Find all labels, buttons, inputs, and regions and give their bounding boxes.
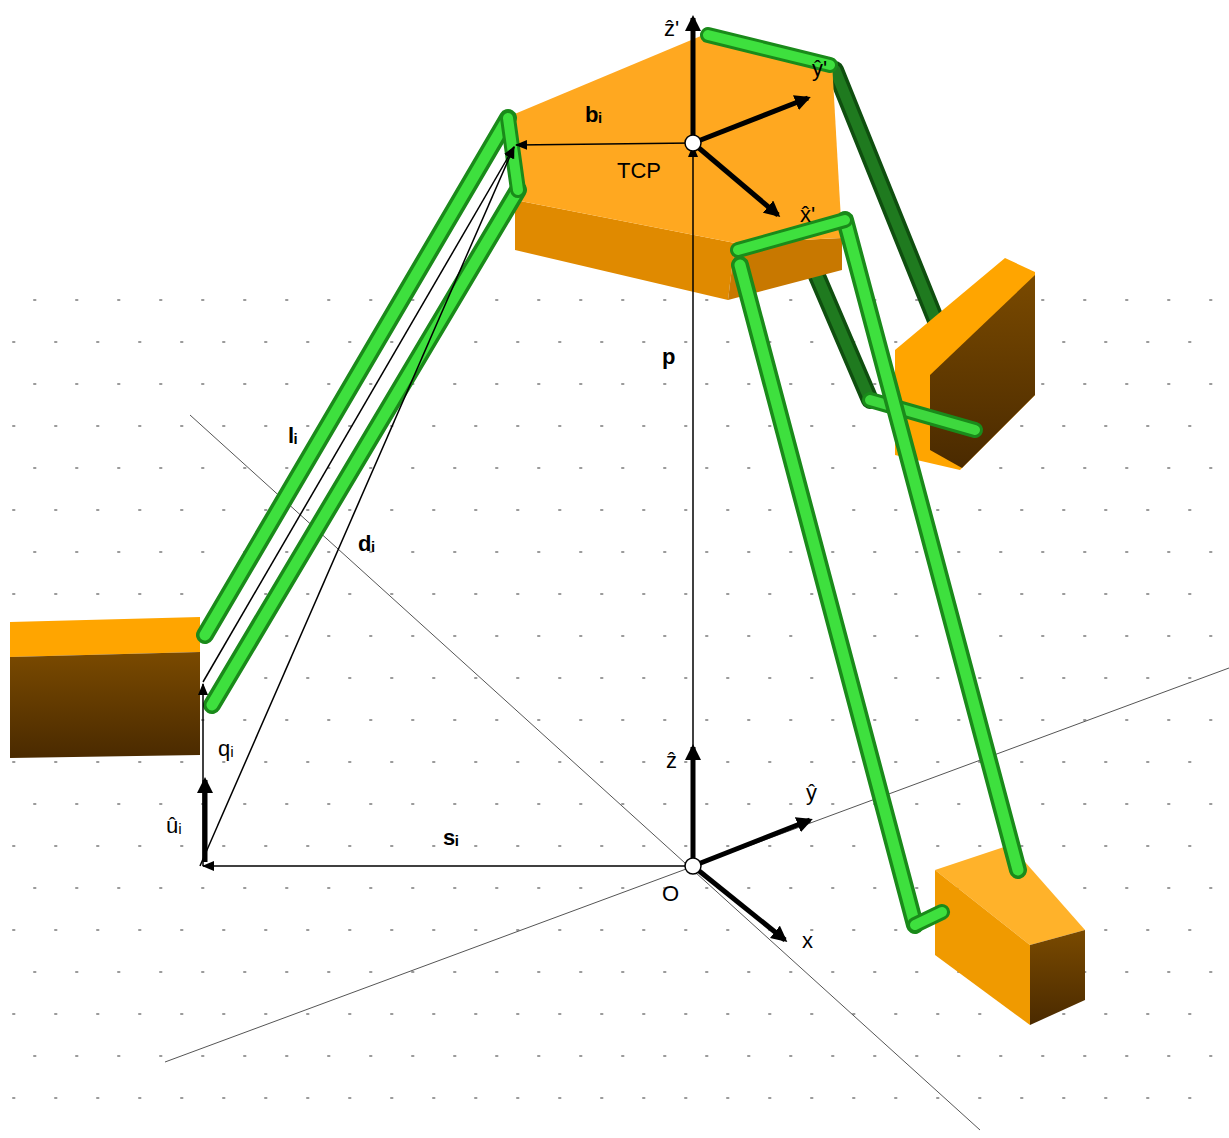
axis-arrow — [693, 143, 778, 215]
point-label: TCP — [617, 160, 661, 182]
vector-label: bᵢ — [585, 104, 602, 126]
axis-arrow — [693, 866, 785, 940]
actuator-block-side — [930, 275, 1035, 468]
vector-label: sᵢ — [443, 827, 458, 849]
actuator-block — [10, 617, 200, 657]
floor-axis-line — [165, 668, 1229, 1062]
vector-p — [692, 146, 694, 866]
axis-label: ẑ' — [664, 18, 679, 40]
rod — [212, 190, 518, 705]
rod — [708, 35, 830, 65]
axis-label: ŷ — [806, 782, 817, 804]
actuator-block — [935, 870, 1030, 1025]
moving-platform — [505, 33, 842, 243]
axis-arrow — [691, 18, 696, 143]
floor-axis-line — [190, 415, 980, 1130]
vector-label: ûᵢ — [166, 815, 182, 837]
axis-label: x̂' — [800, 204, 815, 226]
axis-label: x — [802, 930, 813, 952]
actuator-block-side — [1030, 930, 1085, 1025]
vector-label: p — [662, 346, 675, 368]
vector-b — [516, 143, 693, 145]
point-label: O — [662, 883, 679, 905]
actuator-block — [895, 258, 1035, 470]
rod — [738, 220, 845, 250]
vector-l — [203, 147, 514, 682]
axis-arrow — [693, 98, 808, 143]
rod — [915, 912, 942, 925]
parallelogram-leg — [205, 35, 1018, 925]
axis-label: ŷ' — [812, 58, 827, 80]
rod — [915, 912, 942, 925]
rod — [845, 220, 1018, 870]
vector-label: lᵢ — [288, 425, 297, 447]
joint-label: qᵢ — [218, 738, 234, 760]
rod — [205, 118, 508, 635]
vector-label: dᵢ — [358, 533, 375, 555]
unit-vector-u — [203, 780, 208, 862]
axis-arrow — [693, 820, 810, 866]
rod — [205, 118, 508, 635]
origin-point — [685, 858, 701, 874]
rod — [708, 35, 830, 65]
rod — [738, 220, 845, 250]
tcp-point — [685, 135, 701, 151]
rod — [845, 220, 1018, 870]
vector-s — [203, 865, 693, 867]
actuator-block-side — [10, 652, 200, 758]
axis-arrow — [691, 747, 696, 866]
rod — [212, 190, 518, 705]
vector-d — [200, 147, 514, 866]
axis-label: ẑ — [666, 750, 677, 772]
